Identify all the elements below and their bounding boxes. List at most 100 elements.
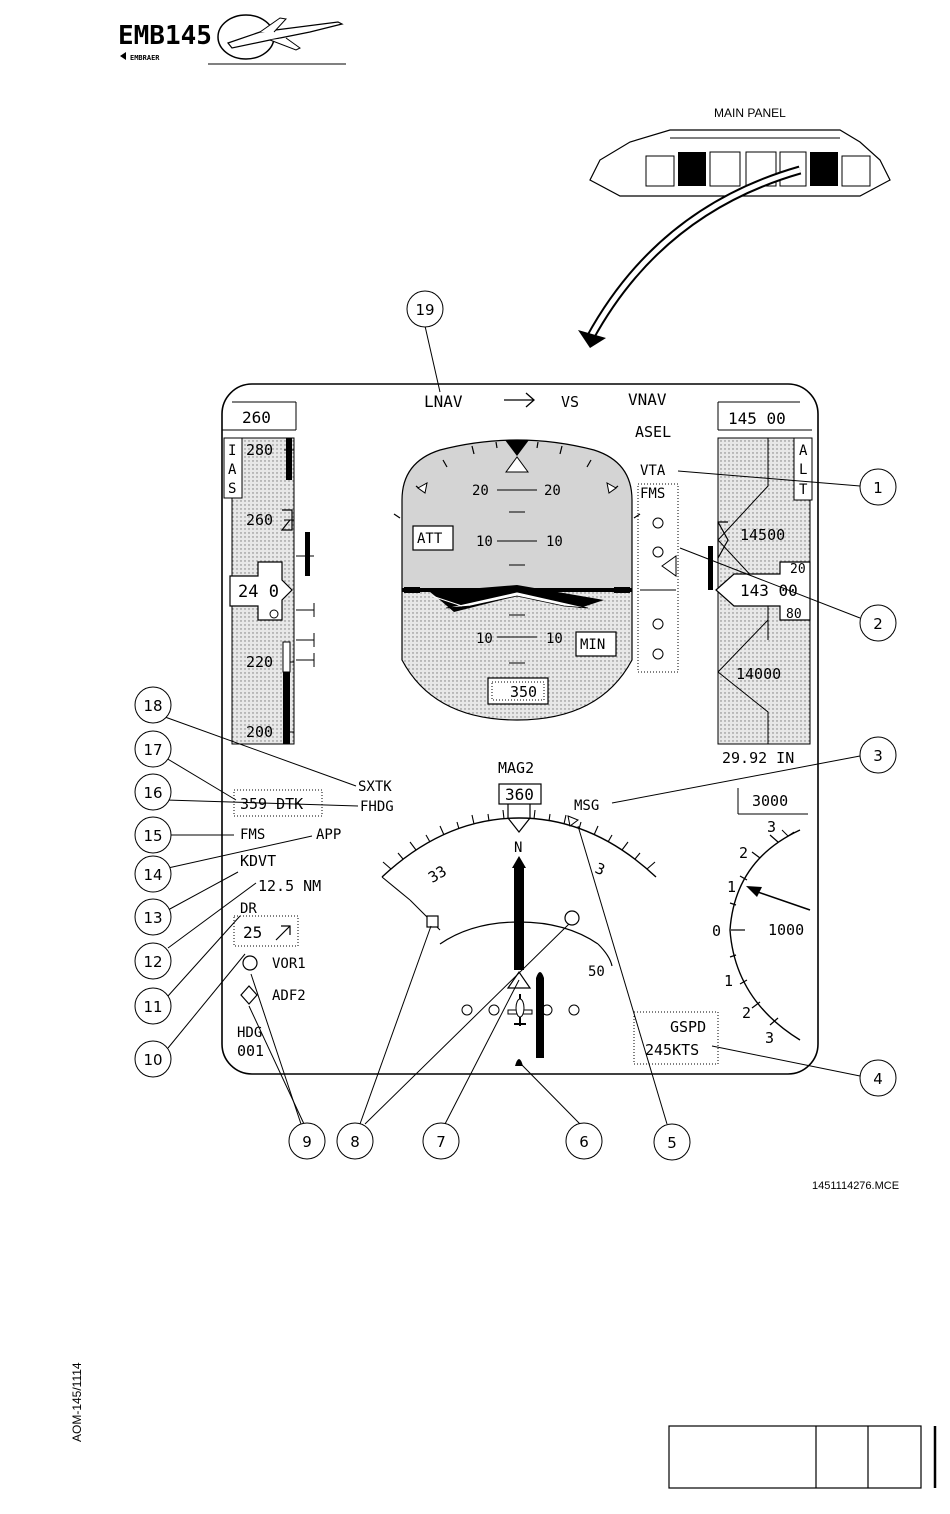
callout-15: 15 [134, 816, 172, 854]
adf-label: ADF2 [272, 988, 306, 1004]
sxtk-label: SXTK [358, 779, 392, 795]
footer-revision-table [668, 1425, 937, 1489]
heading-source: MAG2 [498, 759, 534, 777]
svg-text:6: 6 [579, 1133, 589, 1151]
svg-text:4: 4 [873, 1070, 883, 1088]
vta-label: VTA [640, 463, 666, 479]
vsi-scale-1-up: 1 [727, 878, 736, 896]
fms-source: FMS [240, 827, 265, 843]
speed-tick-260: 260 [246, 511, 273, 529]
vsi-scale-2-down: 2 [742, 1004, 751, 1022]
vor-circle-icon [242, 955, 258, 971]
vsi-bug-value: 3000 [752, 792, 788, 810]
alt-bug-value: 145 00 [728, 409, 786, 428]
pitch-up-20-right: 20 [544, 483, 561, 499]
vsi-scale-1-down: 1 [724, 972, 733, 990]
fms-vdev-scale: FMS VTA [637, 463, 679, 673]
attitude-indicator: 20 20 10 10 10 10 ATT MIN 350 [393, 439, 641, 721]
heading-readout: 360 [505, 785, 534, 804]
alt-letter-l: L [799, 462, 807, 478]
callout-2: 2 [859, 604, 897, 642]
fma-asel: ASEL [635, 423, 671, 441]
vertical-speed-indicator: 3000 3 2 1 0 1 2 3 1000 [712, 788, 811, 1047]
logo-subtext: EMBRAER [130, 54, 160, 62]
baro-setting: 29.92 IN [722, 749, 794, 767]
callout-3: 3 [859, 736, 897, 774]
embraer-logo: EMB145 EMBRAER [110, 10, 350, 66]
svg-text:10: 10 [143, 1051, 162, 1069]
svg-text:5: 5 [667, 1134, 677, 1152]
svg-text:1: 1 [873, 479, 883, 497]
ias-letter-s: S [228, 481, 236, 497]
hsi: MAG2 360 MSG 33 N [381, 759, 657, 1066]
callout-9: 9 [288, 1122, 326, 1160]
alt-tick-14500: 14500 [740, 526, 785, 544]
radio-altitude: 350 [510, 683, 537, 701]
callout-7: 7 [422, 1122, 460, 1160]
callout-12: 12 [134, 942, 172, 980]
alt-tick-14000: 14000 [736, 665, 781, 683]
compass-n: N [514, 840, 522, 856]
dr-annunciator: DR [240, 901, 257, 917]
callout-10: 10 [134, 1040, 172, 1078]
logo-text: EMB145 [118, 21, 212, 51]
svg-text:7: 7 [436, 1133, 446, 1151]
altitude-tape: 145 00 A L T 14500 14000 143 00 20 80 29… [708, 401, 813, 767]
document-code: AOM-145/1114 [70, 1362, 84, 1442]
vsi-value: 1000 [768, 921, 804, 939]
alt-roll-upper: 20 [790, 562, 806, 577]
speed-tick-280: 280 [246, 441, 273, 459]
callout-1: 1 [859, 468, 897, 506]
callout-4: 4 [859, 1059, 897, 1097]
main-panel-inset [578, 129, 891, 348]
ias-letter-i: I [228, 443, 236, 459]
range-label: 50 [588, 964, 605, 980]
callout-13: 13 [134, 898, 172, 936]
main-panel-label: MAIN PANEL [714, 106, 786, 120]
adf-diamond-icon [240, 985, 258, 1005]
fms-box-label: FMS [640, 486, 665, 502]
svg-text:2: 2 [873, 615, 883, 633]
alt-letter-t: T [799, 482, 808, 498]
speed-tick-220: 220 [246, 653, 273, 671]
svg-text:16: 16 [143, 784, 162, 802]
hdg-label: HDG [237, 1025, 262, 1041]
hdg-value: 001 [237, 1042, 264, 1060]
app-annunciator: APP [316, 827, 341, 843]
waypoint-id: KDVT [240, 852, 276, 870]
callout-16: 16 [134, 773, 172, 811]
callout-19: 19 [406, 290, 444, 328]
svg-text:13: 13 [143, 909, 162, 927]
callout-17: 17 [134, 730, 172, 768]
pitch-up-10-right: 10 [546, 534, 563, 550]
min-flag: MIN [580, 637, 605, 653]
alt-letter-a: A [799, 443, 808, 459]
svg-text:11: 11 [143, 998, 162, 1016]
gspd-value: 245KTS [645, 1041, 699, 1059]
alt-roll-lower: 80 [786, 607, 802, 622]
dtk-readout: 359 DTK [240, 795, 303, 813]
svg-text:19: 19 [415, 301, 434, 319]
vsi-scale-2-up: 2 [739, 844, 748, 862]
svg-text:14: 14 [143, 866, 162, 884]
fma-arrow-icon [504, 392, 535, 408]
vsi-scale-0: 0 [712, 922, 721, 940]
att-flag: ATT [417, 531, 443, 547]
callout-5: 5 [653, 1123, 691, 1161]
svg-text:18: 18 [143, 697, 162, 715]
distance-readout: 12.5 NM [258, 877, 321, 895]
pitch-up-20-left: 20 [472, 483, 489, 499]
callout-leaders [164, 325, 861, 1125]
aircraft-symbol-icon [507, 994, 533, 1026]
fma-vnav: VNAV [628, 390, 667, 409]
logo-graphic: EMB145 EMBRAER [118, 14, 346, 65]
vor-label: VOR1 [272, 956, 306, 972]
speed-bug-value: 260 [242, 408, 271, 427]
pfd-bezel [221, 383, 819, 1075]
callout-14: 14 [134, 855, 172, 893]
fma-lnav: LNAV [424, 392, 463, 411]
fhdg-label: FHDG [360, 799, 394, 815]
svg-text:3: 3 [873, 747, 883, 765]
ias-letter-a: A [228, 462, 237, 478]
